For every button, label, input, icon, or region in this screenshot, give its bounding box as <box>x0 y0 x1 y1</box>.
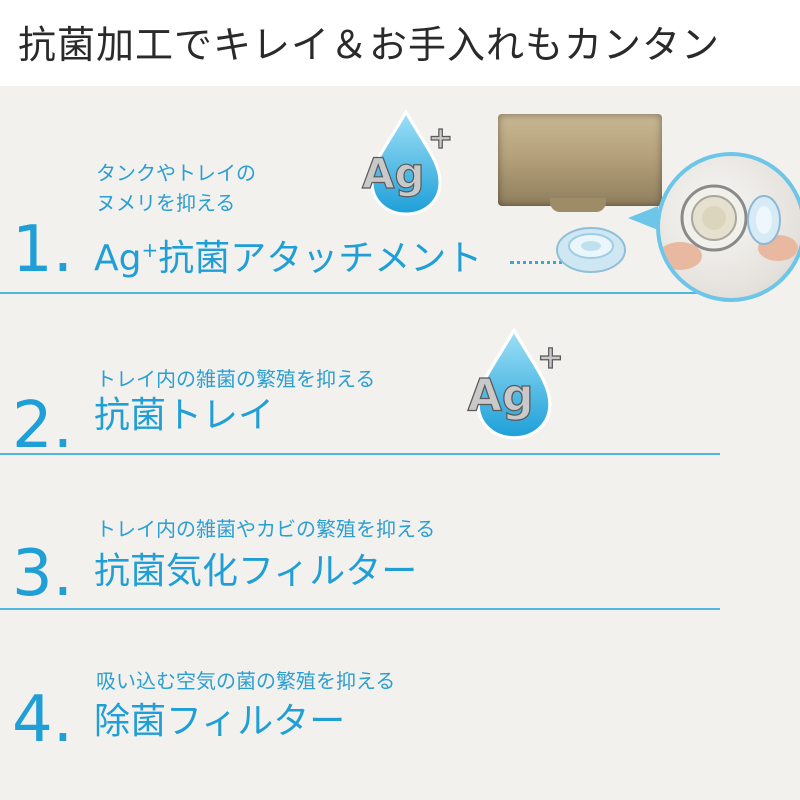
item-3-name: 抗菌気化フィルター <box>94 551 418 592</box>
hands-holding-attachment-image <box>660 184 798 270</box>
item-2-subtitle: トレイ内の雑菌の繁殖を抑える <box>96 367 376 391</box>
attachment-cap-image <box>556 227 626 273</box>
item-2-number: 2. <box>12 389 74 463</box>
ag-plus: + <box>537 340 564 376</box>
ag-droplet-icon: Ag + <box>361 108 454 216</box>
item-3-subtitle: トレイ内の雑菌やカビの繁殖を抑える <box>96 517 436 541</box>
item-1-name: Ag+抗菌アタッチメント <box>94 238 483 279</box>
item-3-number: 3. <box>12 537 74 611</box>
divider-2 <box>0 453 720 455</box>
item-4-subtitle: 吸い込む空気の菌の繁殖を抑える <box>96 669 396 693</box>
header: 抗菌加工でキレイ＆お手入れもカンタン <box>0 0 800 86</box>
zoom-detail-image <box>656 152 800 302</box>
connector-dots <box>510 261 570 264</box>
page-title: 抗菌加工でキレイ＆お手入れもカンタン <box>18 23 721 67</box>
ag-droplet-icon: Ag + <box>467 326 564 440</box>
ag-text: Ag <box>468 370 534 421</box>
item-1-subtitle-line-2: ヌメリを抑える <box>96 191 236 215</box>
ag-text: Ag <box>362 149 425 198</box>
ag-plus: + <box>428 121 453 156</box>
zoom-pointer <box>628 206 658 230</box>
item-1-number: 1. <box>12 213 74 287</box>
water-tank-image <box>498 114 662 206</box>
item-4-number: 4. <box>12 683 74 757</box>
divider-3 <box>0 608 720 610</box>
item-4-name: 除菌フィルター <box>94 701 346 742</box>
divider-1 <box>0 292 720 294</box>
item-1-subtitle-line-1: タンクやトレイの <box>96 161 256 185</box>
tank-neck-image <box>550 198 606 212</box>
item-2-name: 抗菌トレイ <box>94 395 275 436</box>
